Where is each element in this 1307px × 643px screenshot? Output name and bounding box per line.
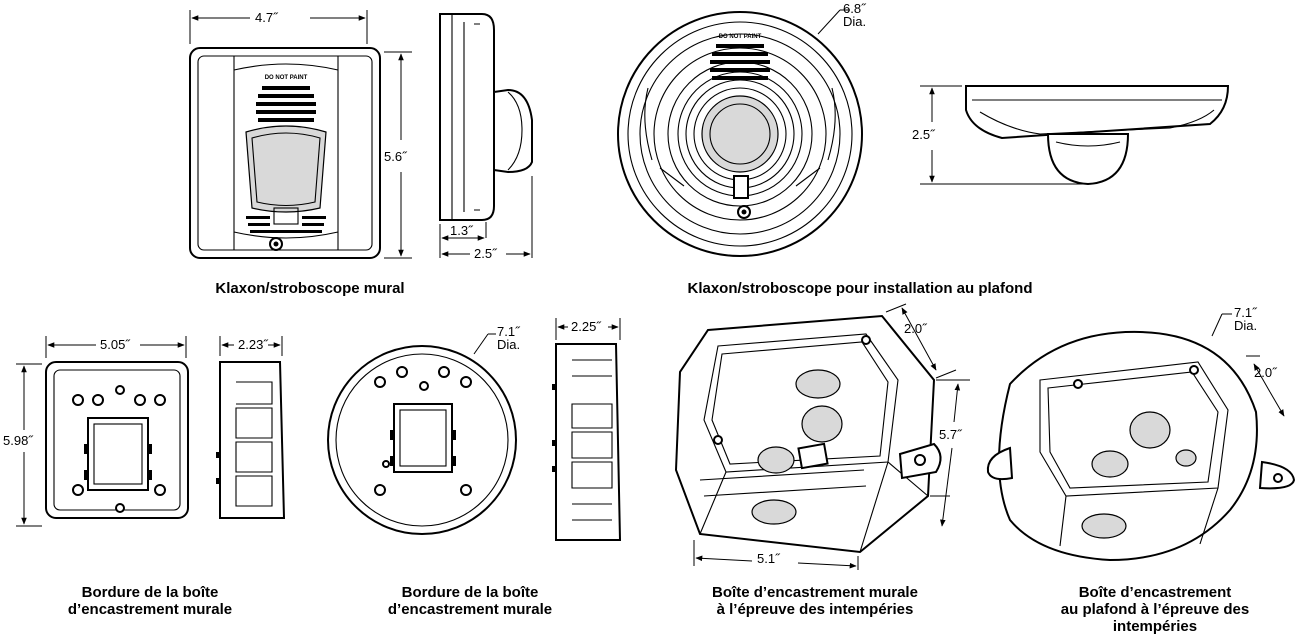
wall-trim-dimensions (16, 336, 187, 527)
ceiling-trim-depth-dimension (555, 318, 621, 340)
wall-horn-strobe-front-view: DO NOT PAINT (189, 47, 381, 259)
ceiling-trim-side-view (552, 343, 622, 541)
wp-wall-dimensions (693, 303, 970, 570)
trim-ceiling-diameter-unit: Dia. (497, 337, 521, 352)
wall-height-dimension (384, 51, 412, 259)
svg-text:DO NOT PAINT: DO NOT PAINT (719, 34, 762, 40)
weatherproof-wall-backbox (674, 314, 942, 554)
keyhole-slots (374, 366, 472, 496)
ceiling-strobe-lens (701, 95, 779, 173)
ceiling-diameter-unit: Dia. (843, 14, 867, 29)
wall-width-dimension (189, 10, 368, 44)
wall-horn-strobe-side-view (439, 13, 533, 221)
wall-total-depth-label: 2.5˝ (474, 246, 497, 261)
ceiling-height-label: 2.5˝ (912, 127, 935, 142)
wall-height-label: 5.6˝ (384, 149, 407, 164)
trim-wall-height-label: 5.98˝ (3, 433, 33, 448)
wall-strobe-dome-side (493, 88, 533, 174)
trim-wall-depth-label: 2.23˝ (238, 337, 268, 352)
wall-width-label: 4.7˝ (255, 10, 278, 25)
wp-ceiling-depth-label: 2.0˝ (1254, 365, 1277, 380)
wall-trim-front-view (45, 361, 189, 519)
ceiling-trim-front-view (327, 345, 517, 535)
wp-wall-depth-label: 2.0˝ (904, 321, 927, 336)
wall-base-depth-label: 1.3˝ (450, 223, 473, 238)
wall-strobe-lens (245, 125, 327, 213)
ceiling-trim-diameter-dimension (473, 333, 496, 355)
caption-weatherproof-wall: Boîte d’encastrement murale à l’épreuve … (712, 584, 918, 618)
caption-weatherproof-ceiling: Boîte d’encastrement au plafond à l’épre… (1060, 584, 1250, 635)
wall-trim-side-view (216, 361, 286, 519)
wall-depth-dimensions (439, 176, 533, 258)
caption-trim-wall: Bordure de la boîte d’encastrement mural… (67, 584, 233, 618)
wp-ceiling-diameter-unit: Dia. (1234, 318, 1258, 333)
wall-speaker-grille-bottom (246, 216, 326, 233)
trim-ceiling-depth-label: 2.25˝ (571, 319, 601, 334)
ceiling-height-dimension (920, 85, 1084, 185)
ceiling-strobe-dome-side (1046, 133, 1130, 186)
wp-ceiling-dimensions (1211, 313, 1285, 417)
caption-wall-unit: Klaxon/stroboscope mural (215, 280, 405, 297)
ceiling-diameter-label: 6.8˝ (843, 1, 866, 16)
wp-ceiling-diameter-label: 7.1˝ (1234, 305, 1257, 320)
ceiling-horn-strobe-front-view: DO NOT PAINT (617, 11, 863, 257)
ceiling-diameter-dimension (817, 9, 850, 35)
wp-wall-height-label: 5.7˝ (939, 427, 962, 442)
caption-ceiling-unit: Klaxon/stroboscope pour installation au … (687, 280, 1033, 297)
ceiling-speaker-grille (710, 44, 770, 80)
ceiling-horn-strobe-side-view (965, 85, 1230, 186)
trim-wall-width-label: 5.05˝ (100, 337, 130, 352)
wall-speaker-grille-top (256, 86, 316, 122)
keyhole-slots (72, 385, 166, 513)
trim-ceiling-diameter-label: 7.1˝ (497, 324, 520, 339)
weatherproof-ceiling-backbox (986, 330, 1296, 562)
caption-trim-ceiling: Bordure de la boîte d’encastrement mural… (387, 584, 553, 618)
wall-trim-depth-dimension (219, 336, 283, 356)
do-not-paint-label: DO NOT PAINT (265, 75, 308, 81)
wp-wall-width-label: 5.1˝ (757, 551, 780, 566)
